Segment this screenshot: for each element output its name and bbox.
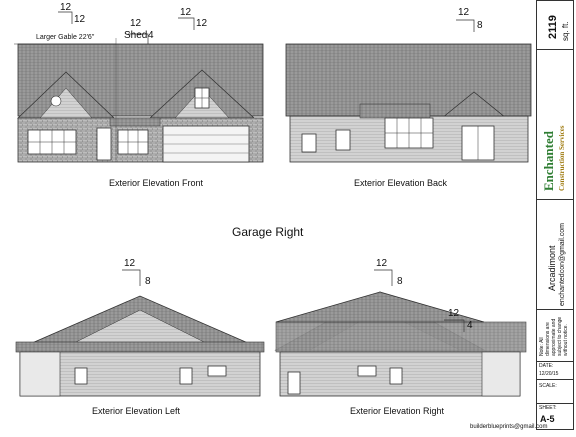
title-block: 2119 sq. ft. Enchanted Construction Serv… [536,0,574,430]
date-label: DATE: [539,363,554,369]
front-elevation [14,38,264,163]
caption-right: Exterior Elevation Right [350,406,445,416]
pitch-front-main-run: 12 [74,14,86,25]
area-value: 2119 [547,15,559,39]
right-elevation [274,291,527,397]
left-elevation [15,295,265,397]
pitch-back-run: 8 [477,20,483,31]
scale-label: SCALE: [539,383,557,389]
logo: Enchanted Construction Services [540,113,572,193]
caption-left: Exterior Elevation Left [92,406,181,416]
pitch-left-rise: 12 [124,258,136,269]
logo-line2: Construction Services [558,125,566,191]
pitch-right-porch-run: 4 [467,320,473,331]
pitch-right-porch-rise: 12 [448,308,460,319]
pitch-front-right-run: 12 [196,18,208,29]
pitch-right-run: 8 [397,276,403,287]
pitch-right-rise: 12 [376,258,388,269]
sheet-label: SHEET: [539,405,557,411]
contact-email: enchantedcon@gmail.com [559,223,566,306]
logo-line1: Enchanted [541,131,556,191]
pitch-left-run: 8 [145,276,151,287]
back-elevation [285,43,532,163]
pitch-front-main-rise: 12 [60,2,72,13]
plan-name: Arcadimont [547,245,557,291]
page-heading: Garage Right [232,225,304,239]
pitch-front-shed-run: 4 [148,30,154,41]
shed-annotation: Shed [124,30,148,41]
area-unit: sq. ft. [561,21,570,41]
gable-annotation: Larger Gable 22'6" [36,34,95,41]
pitch-back-rise: 12 [458,7,470,18]
caption-back: Exterior Elevation Back [354,178,448,188]
disclaimer-note: Note: All dimensions are approximate and… [539,316,569,356]
pitch-front-shed-rise: 12 [130,18,142,29]
website: builderblueprints@gmail.com [470,424,548,430]
pitch-symbols [58,11,475,332]
pitch-front-right-rise: 12 [180,7,192,18]
sheet-number: A-5 [540,414,555,424]
date-value: 12/20/15 [539,371,559,377]
caption-front: Exterior Elevation Front [109,178,204,188]
